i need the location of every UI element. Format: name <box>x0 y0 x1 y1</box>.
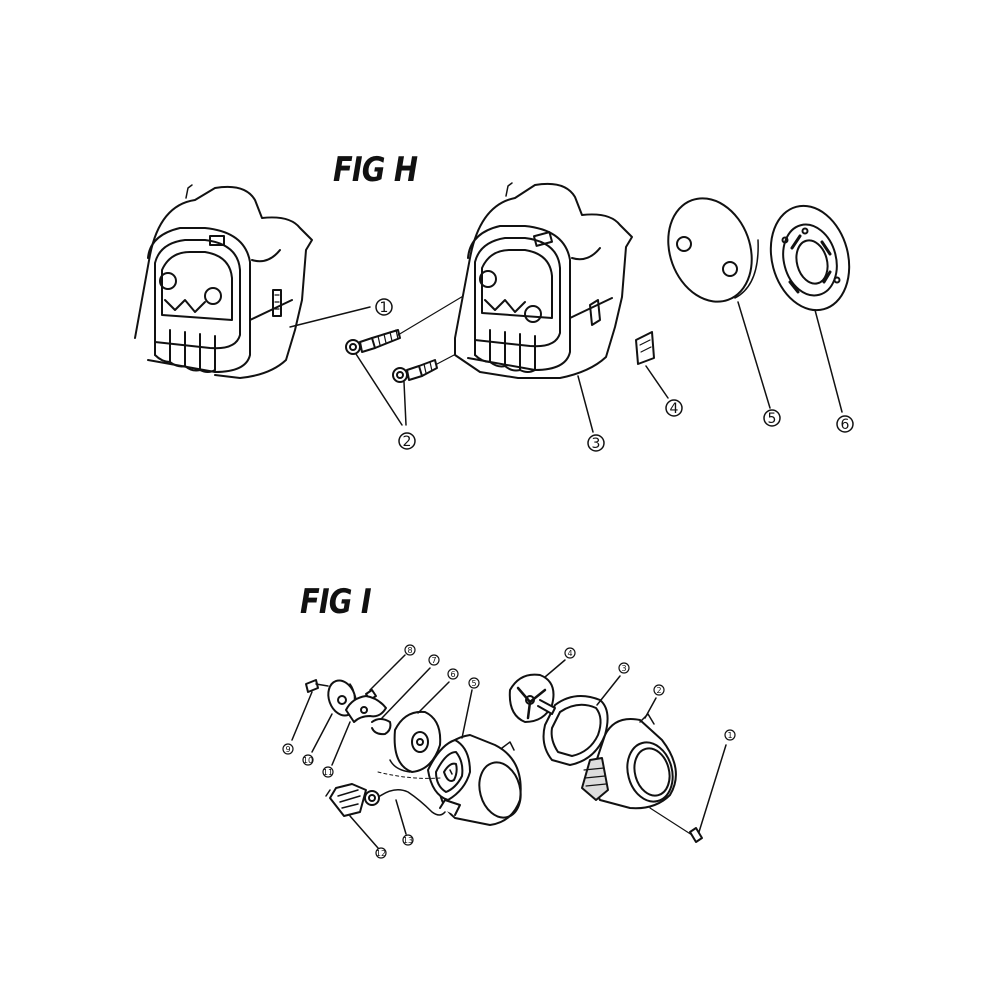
fig-h-decal <box>635 331 655 365</box>
svg-text:2: 2 <box>403 434 412 450</box>
svg-text:1: 1 <box>727 731 732 740</box>
fig-i-callout-8: 8 <box>404 644 416 656</box>
fig-i-leader-10 <box>311 713 333 753</box>
fig-i-handle <box>325 783 380 817</box>
fig-i-ratchet <box>508 673 556 723</box>
fig-i-callout-6: 6 <box>447 668 459 680</box>
svg-text:9: 9 <box>285 745 290 754</box>
fig-i-callout-9: 9 <box>282 743 294 755</box>
svg-text:4: 4 <box>567 649 572 658</box>
fig-i-bolt-axis <box>649 807 693 836</box>
fig-h-callout-5: 5 <box>763 409 781 427</box>
fig-i-callout-3: 3 <box>618 662 630 674</box>
fig-h-leader-3 <box>577 375 594 433</box>
fig-i-bolt <box>689 744 727 843</box>
fig-h-gasket <box>769 204 851 312</box>
svg-text:11: 11 <box>323 768 333 777</box>
fig-i-callout-5: 5 <box>468 677 480 689</box>
fig-i-callout-13: 13 <box>402 834 414 846</box>
svg-text:2: 2 <box>656 686 661 695</box>
fig-i-leader-8 <box>369 654 406 691</box>
svg-text:6: 6 <box>841 417 850 433</box>
fig-i-callout-1: 1 <box>724 729 736 741</box>
fig-i-callout-2: 2 <box>653 684 665 696</box>
fig-h-callout-3: 3 <box>587 434 605 452</box>
svg-text:3: 3 <box>592 436 601 452</box>
fig-i-title: FIG I <box>300 582 372 622</box>
fig-h-leader-1 <box>289 306 371 328</box>
fig-h-title: FIG H <box>333 150 418 190</box>
fig-i-pulley <box>389 710 442 773</box>
svg-text:5: 5 <box>768 411 777 427</box>
fig-i-leader-9 <box>291 691 313 741</box>
fig-i-leader-4 <box>544 659 566 678</box>
svg-text:6: 6 <box>450 670 455 679</box>
fig-i-axis-line <box>377 771 441 779</box>
svg-text:12: 12 <box>376 849 386 858</box>
fig-h-leader-6 <box>814 309 843 413</box>
fig-i-spring-housing <box>427 734 522 826</box>
fig-h-callout-4: 4 <box>665 399 683 417</box>
fig-i-leader-5 <box>461 689 473 739</box>
svg-text:5: 5 <box>471 679 476 688</box>
fig-i-leader-7 <box>381 667 431 719</box>
fig-i-rope <box>379 789 446 816</box>
fig-i-cam <box>345 695 387 723</box>
fig-i-callout-12: 12 <box>375 847 387 859</box>
svg-text:10: 10 <box>303 756 313 765</box>
fig-h-callout-2: 2 <box>398 432 416 450</box>
fig-i-leader-2 <box>644 697 657 719</box>
fig-h-cover-disc <box>667 197 759 303</box>
fig-i-housing <box>581 713 677 810</box>
fig-h-leader-5 <box>737 301 771 409</box>
fig-i-gasket <box>542 695 609 766</box>
svg-text:13: 13 <box>403 836 413 845</box>
fig-i-leader-12 <box>349 815 379 849</box>
fig-i-leader-6 <box>417 681 450 714</box>
fig-h-shroud <box>454 182 633 379</box>
fig-h-shroud-assembly <box>134 184 313 379</box>
fig-h-callout-6: 6 <box>836 415 854 433</box>
fig-i-callout-7: 7 <box>428 654 440 666</box>
fig-i-leader-11 <box>331 721 351 766</box>
svg-text:1: 1 <box>380 300 389 316</box>
svg-text:4: 4 <box>670 401 679 417</box>
fig-h-screws <box>345 329 438 383</box>
fig-h-leader-4 <box>645 365 669 399</box>
fig-i-leader-13 <box>395 799 407 835</box>
svg-text:3: 3 <box>621 664 626 673</box>
svg-text:8: 8 <box>407 646 412 655</box>
fig-i-callout-10: 10 <box>302 754 314 766</box>
fig-i-leader-3 <box>596 675 621 706</box>
fig-h-leader-2 <box>355 353 407 426</box>
fig-i-spring-clip <box>371 718 392 736</box>
fig-h-callout-1: 1 <box>375 298 393 316</box>
svg-text:7: 7 <box>431 656 436 665</box>
fig-i-callout-4: 4 <box>564 647 576 659</box>
fig-i-callout-11: 11 <box>322 766 334 778</box>
fig-i-screw <box>305 679 329 693</box>
